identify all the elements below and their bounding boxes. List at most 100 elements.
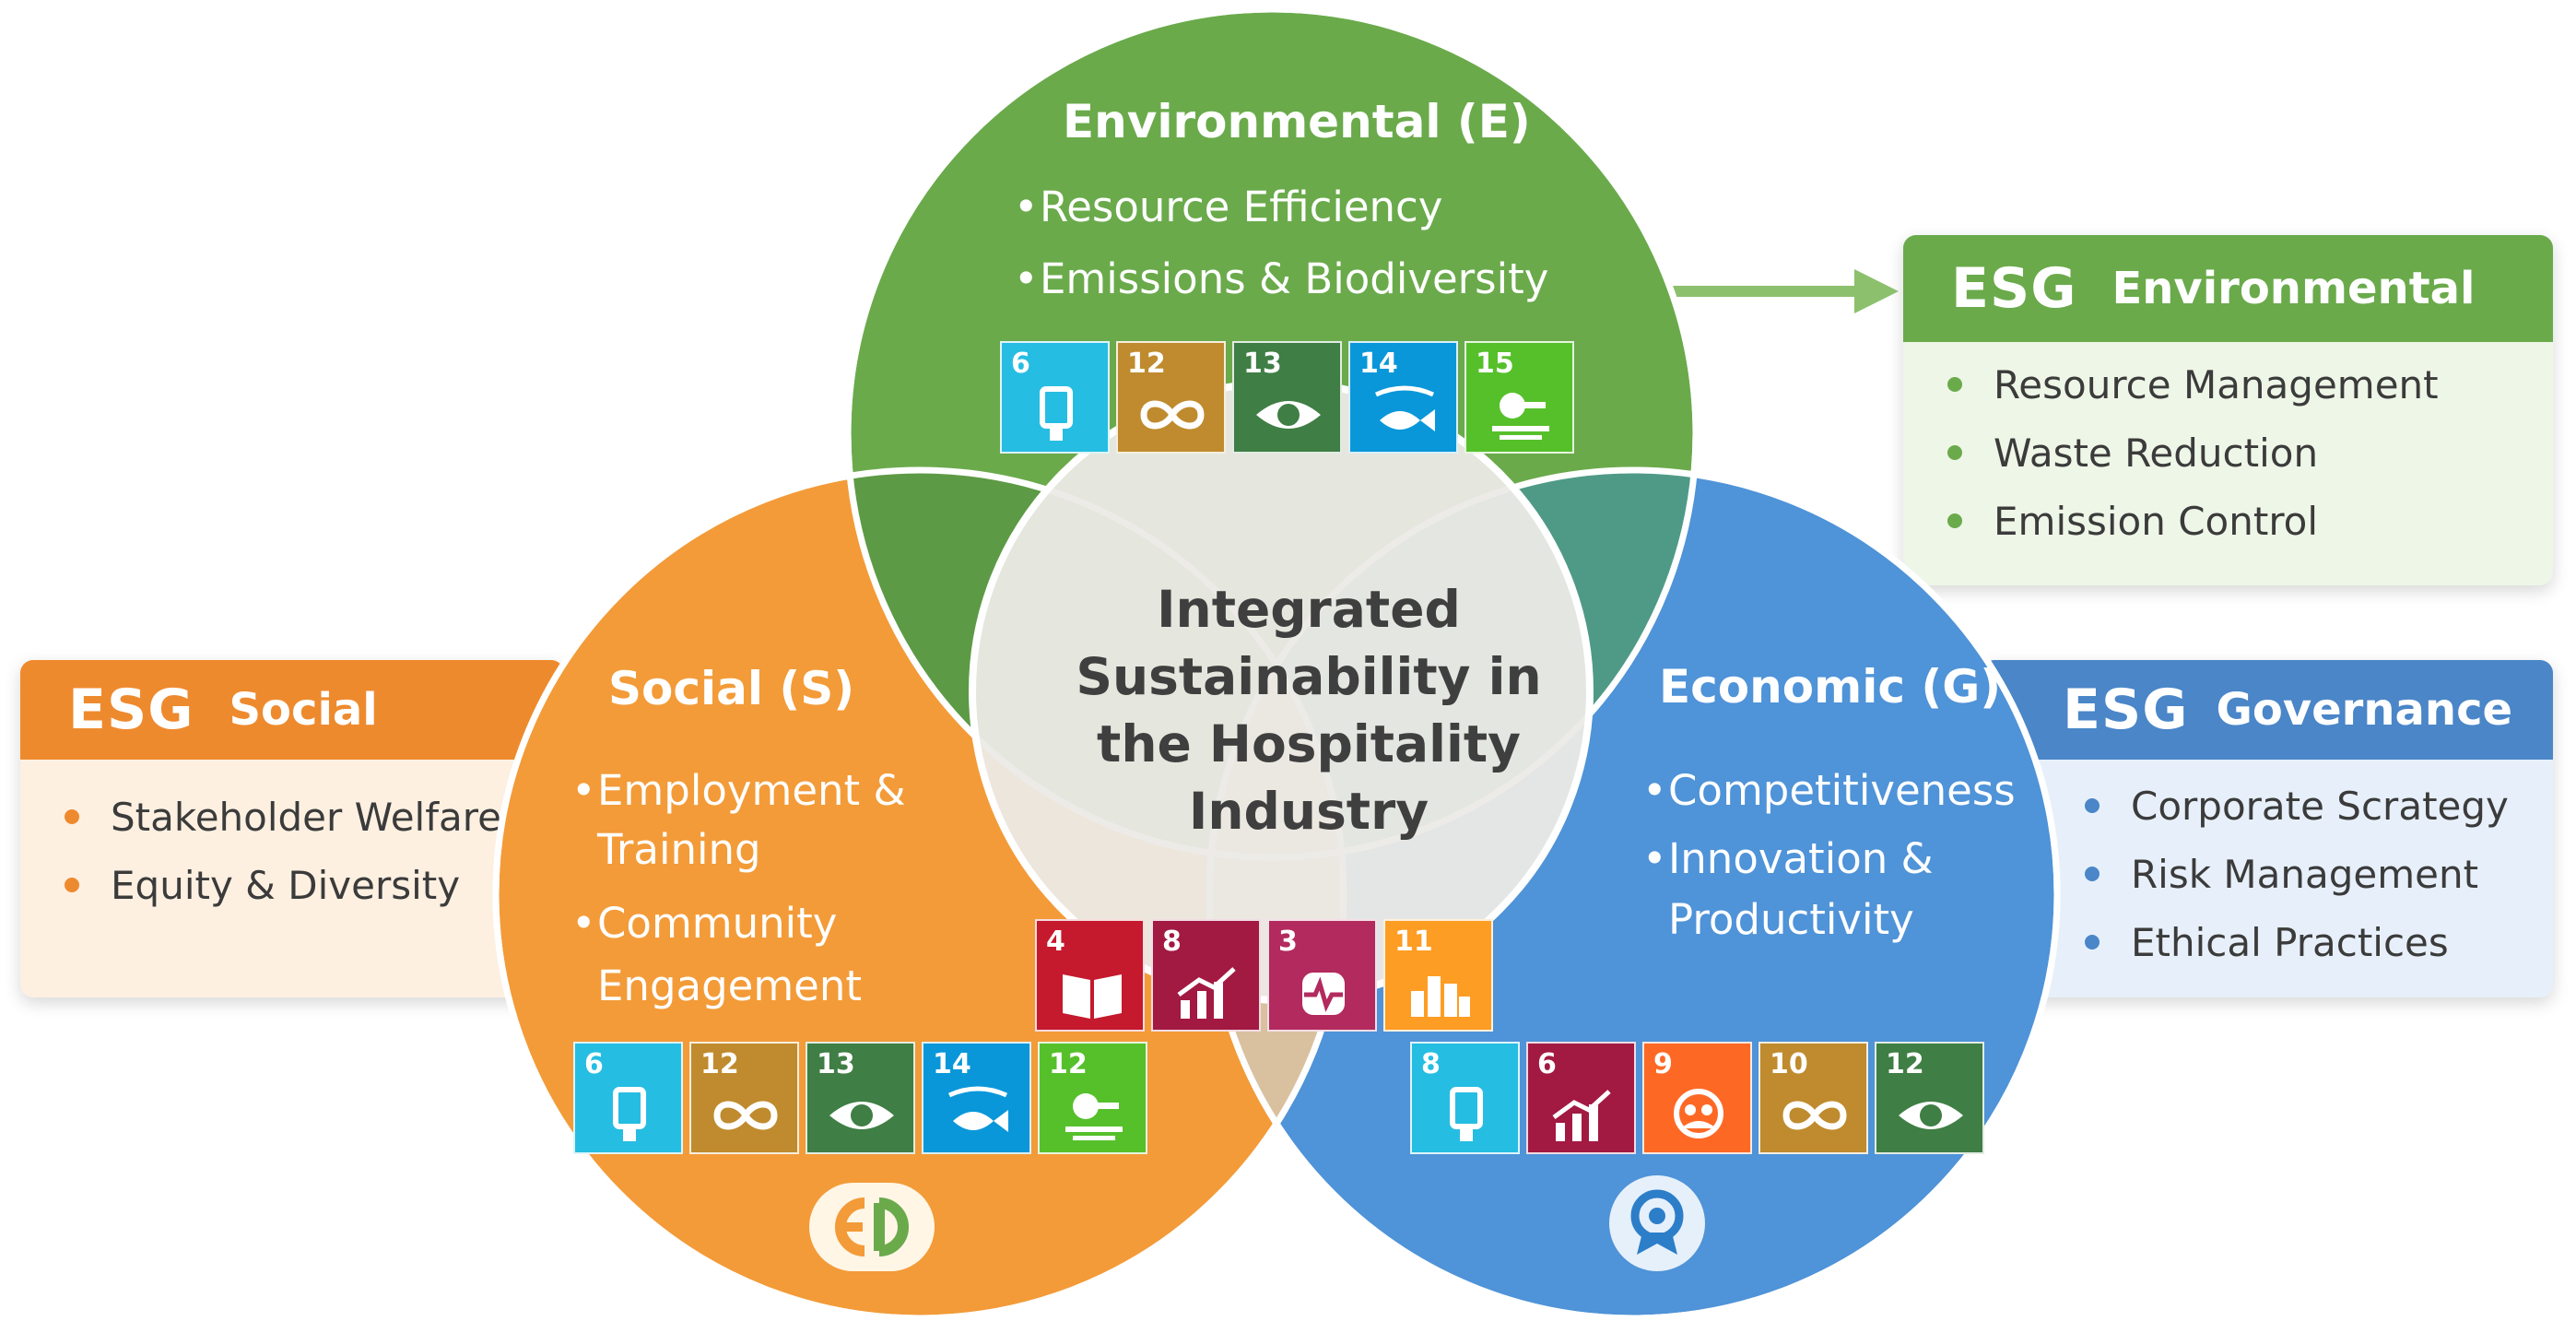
infinity-loop-icon: [1782, 1101, 1847, 1130]
esg-governance-name: Governance: [2216, 684, 2513, 736]
sdg-number: 6: [584, 1048, 604, 1080]
book-icon: [1063, 974, 1122, 1019]
environmental-title: Environmental (E): [1063, 95, 1531, 148]
sdg-number: 14: [1359, 348, 1398, 380]
sdg-tile-8: 8: [1151, 919, 1261, 1032]
sdg-tile-12: 12: [689, 1042, 799, 1154]
ep-logo-graphic: [835, 1197, 909, 1256]
infinity-loop-icon: [713, 1101, 778, 1130]
sdg-number: 11: [1394, 926, 1433, 958]
bullet-dot: [1947, 376, 1962, 392]
infinity-loop-icon: [1140, 400, 1205, 430]
esg-environmental-item: Emission Control: [1947, 488, 2553, 556]
esg-social-item-label: Stakeholder Welfare: [111, 795, 501, 840]
social-item: •Community: [571, 899, 838, 948]
esg-environmental-tag: ESG: [1951, 256, 2077, 321]
sdg-tile-8: 8: [1410, 1042, 1520, 1154]
environmental-item-label: Emissions & Biodiversity: [1040, 254, 1549, 303]
sdg-number: 4: [1046, 926, 1065, 958]
center-title-line: Integrated: [1157, 580, 1461, 639]
esg-social-list: Stakeholder Welfare Equity & Diversity: [65, 784, 564, 920]
water-tap-icon: [1450, 1087, 1483, 1141]
sdg-tile-3: 3: [1267, 919, 1377, 1032]
economic-item: •Competitiveness: [1642, 766, 2016, 815]
sdg-number: 12: [700, 1048, 739, 1080]
esg-environmental-card-header: ESG Environmental: [1903, 235, 2553, 342]
environmental-item: •Resource Efficiency: [1014, 183, 1443, 231]
economic-item-label: Competitiveness: [1668, 766, 2016, 815]
esg-social-item-label: Equity & Diversity: [111, 863, 461, 908]
sdg-tile-14: 14: [922, 1042, 1031, 1154]
sdg-tile-15: 15: [1464, 341, 1574, 454]
fish-icon: [1374, 385, 1435, 431]
esg-governance-tag: ESG: [2063, 678, 2189, 742]
economic-title: Economic (G): [1659, 660, 2002, 714]
social-item: •Employment &: [571, 766, 906, 815]
social-item-continued: Engagement: [597, 957, 862, 1016]
esg-environmental-item-label: Waste Reduction: [1994, 431, 2319, 476]
esg-governance-item: Risk Management: [2085, 841, 2553, 909]
bullet-dot: [65, 808, 79, 824]
esg-governance-card: ESG Governance Corporate Scrategy Risk M…: [1982, 660, 2553, 997]
esg-environmental-item-label: Emission Control: [1994, 499, 2319, 544]
social-item-label: Engagement: [597, 961, 863, 1010]
sdg-tile-12: 12: [1116, 341, 1226, 454]
sdg-number: 6: [1011, 348, 1030, 380]
bullet-dot: [2085, 934, 2100, 950]
eye-globe-icon: [829, 1102, 894, 1129]
esg-environmental-item-label: Resource Management: [1994, 362, 2439, 407]
sdg-number: 6: [1537, 1048, 1557, 1080]
sdg-number: 12: [1049, 1048, 1088, 1080]
sdg-number: 3: [1278, 926, 1298, 958]
esg-governance-item-label: Risk Management: [2131, 852, 2479, 897]
sdg-number: 13: [817, 1048, 855, 1080]
water-tap-icon: [613, 1087, 646, 1141]
bullet-dot: [2085, 797, 2100, 813]
sdg-number: 12: [1127, 348, 1166, 380]
bullet-dot: [65, 877, 79, 892]
award-badge-graphic: [1630, 1189, 1684, 1255]
esg-governance-list: Corporate Scrategy Risk Management Ethic…: [2085, 773, 2553, 977]
esg-governance-item: Corporate Scrategy: [2085, 773, 2553, 841]
esg-environmental-item: Resource Management: [1947, 351, 2553, 419]
center-title-line: the Hospitality: [1097, 714, 1521, 773]
environmental-item: •Emissions & Biodiversity: [1014, 254, 1549, 303]
environmental-item-label: Resource Efficiency: [1040, 183, 1443, 231]
esg-environmental-card: ESG Environmental Resource Management Wa…: [1903, 235, 2553, 585]
bullet-dot: [2085, 866, 2100, 881]
bullet-dot: [1947, 513, 1962, 528]
award-badge-icon: [1609, 1175, 1705, 1271]
esg-governance-item-label: Ethical Practices: [2131, 920, 2449, 965]
sdg-number: 8: [1162, 926, 1182, 958]
plug-icon: [1065, 1093, 1123, 1140]
sdg-tile-13: 13: [806, 1042, 915, 1154]
center-title-line: Industry: [1188, 782, 1429, 841]
esg-environmental-name: Environmental: [2111, 263, 2476, 314]
water-tap-icon: [1040, 386, 1073, 441]
sdg-number: 15: [1476, 348, 1514, 380]
center-title: Integrated Sustainability in the Hospita…: [1009, 576, 1608, 845]
heartbeat-icon: [1302, 973, 1345, 1015]
economic-item-label: Productivity: [1668, 895, 1914, 944]
economic-item-continued: Productivity: [1668, 891, 1914, 950]
sdg-tile-11: 11: [1383, 919, 1493, 1032]
eye-globe-icon: [1256, 401, 1321, 429]
esg-social-card: ESG Social Stakeholder Welfare Equity & …: [20, 660, 564, 997]
sdg-tile-12: 12: [1038, 1042, 1147, 1154]
esg-social-card-header: ESG Social: [20, 660, 564, 760]
esg-governance-item-label: Corporate Scrategy: [2131, 784, 2509, 829]
social-title: Social (S): [608, 662, 855, 715]
sdg-number: 13: [1243, 348, 1282, 380]
social-item-label: Employment &: [597, 766, 906, 815]
economic-item: •Innovation &: [1642, 834, 1934, 883]
sdg-tile-4: 4: [1035, 919, 1145, 1032]
esg-environmental-item: Waste Reduction: [1947, 419, 2553, 488]
sdg-tile-6: 6: [573, 1042, 683, 1154]
esg-environmental-list: Resource Management Waste Reduction Emis…: [1947, 351, 2553, 556]
sdg-number: 9: [1653, 1048, 1673, 1080]
social-item-label: Training: [597, 825, 761, 874]
env-arrow-head: [1854, 269, 1899, 313]
economic-item-label: Innovation &: [1668, 834, 1934, 883]
esg-governance-item: Ethical Practices: [2085, 909, 2553, 977]
esg-social-item: Stakeholder Welfare: [65, 784, 564, 852]
